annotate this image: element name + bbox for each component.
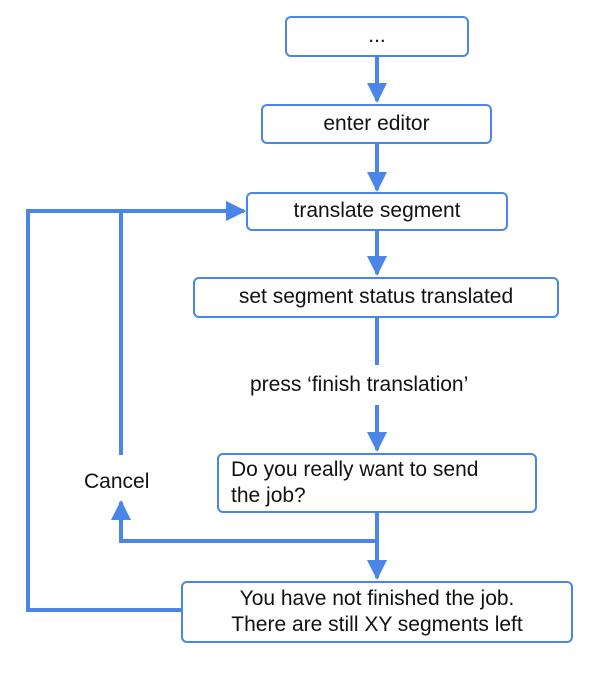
arrow-confirm-to-cancel xyxy=(111,500,377,543)
enter-editor-node: enter editor xyxy=(261,104,492,144)
not-finished-line-1: You have not finished the job. xyxy=(239,586,515,610)
press-finish-label: press ‘finish translation’ xyxy=(250,373,469,396)
confirm-send-line-2: the job? xyxy=(231,484,306,507)
confirm-send-line-1: Do you really want to send xyxy=(231,457,479,481)
arrow-notfinished-to-translate xyxy=(26,201,246,612)
translate-segment-node: translate segment xyxy=(246,192,508,231)
start-node-label: ... xyxy=(368,24,386,48)
enter-editor-label: enter editor xyxy=(323,111,430,135)
arrow-cancel-to-translate xyxy=(119,201,246,455)
set-status-node: set segment status translated xyxy=(193,277,559,318)
translate-segment-label: translate segment xyxy=(293,199,461,223)
confirm-send-node: Do you really want to send the job? xyxy=(217,453,537,513)
cancel-label: Cancel xyxy=(84,470,150,493)
set-status-label: set segment status translated xyxy=(238,285,514,309)
not-finished-line-2: There are still XY segments left xyxy=(231,613,523,636)
not-finished-node: You have not finished the job. There are… xyxy=(181,581,573,643)
start-node: ... xyxy=(285,16,469,57)
